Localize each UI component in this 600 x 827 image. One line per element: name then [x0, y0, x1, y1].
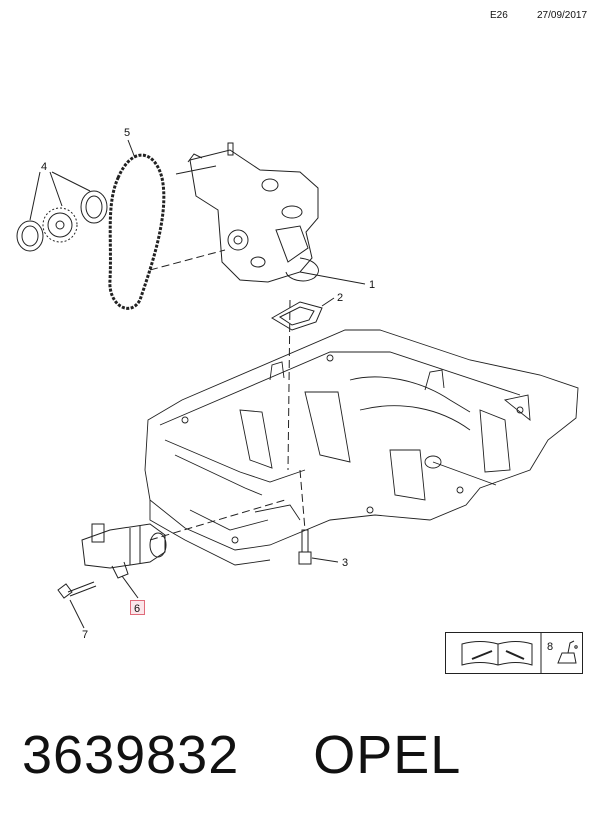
washer-right [80, 190, 108, 224]
timing-chain [108, 153, 166, 310]
callout-6-highlight[interactable]: 6 [130, 600, 145, 615]
sheet-date: 27/09/2017 [537, 10, 588, 21]
washer-left [16, 220, 44, 252]
manual-book-icon [461, 641, 533, 666]
oil-can-icon [557, 640, 578, 664]
callout-2: 2 [337, 292, 343, 304]
oil-pan [144, 329, 579, 566]
oil-pump [175, 142, 319, 283]
part-number: 3639832 [22, 725, 240, 785]
callout-8: 8 [547, 641, 553, 653]
callout-3: 3 [342, 557, 348, 569]
bolt-3 [298, 529, 312, 565]
callout-5: 5 [124, 127, 130, 139]
symbol-legend: 8 [445, 632, 583, 674]
callout-1: 1 [369, 279, 375, 291]
bolt-7 [57, 581, 97, 599]
sheet-code: E26 [490, 10, 508, 21]
footer: 3639832 OPEL [22, 724, 461, 786]
gasket [271, 301, 323, 331]
callout-6: 6 [134, 603, 140, 614]
solenoid-valve [81, 523, 167, 579]
callout-4: 4 [41, 161, 47, 173]
brand-name: OPEL [313, 725, 462, 785]
sprocket [42, 207, 78, 243]
exploded-parts-diagram: 5 4 1 2 3 7 [16, 127, 579, 641]
callout-7: 7 [82, 629, 88, 641]
